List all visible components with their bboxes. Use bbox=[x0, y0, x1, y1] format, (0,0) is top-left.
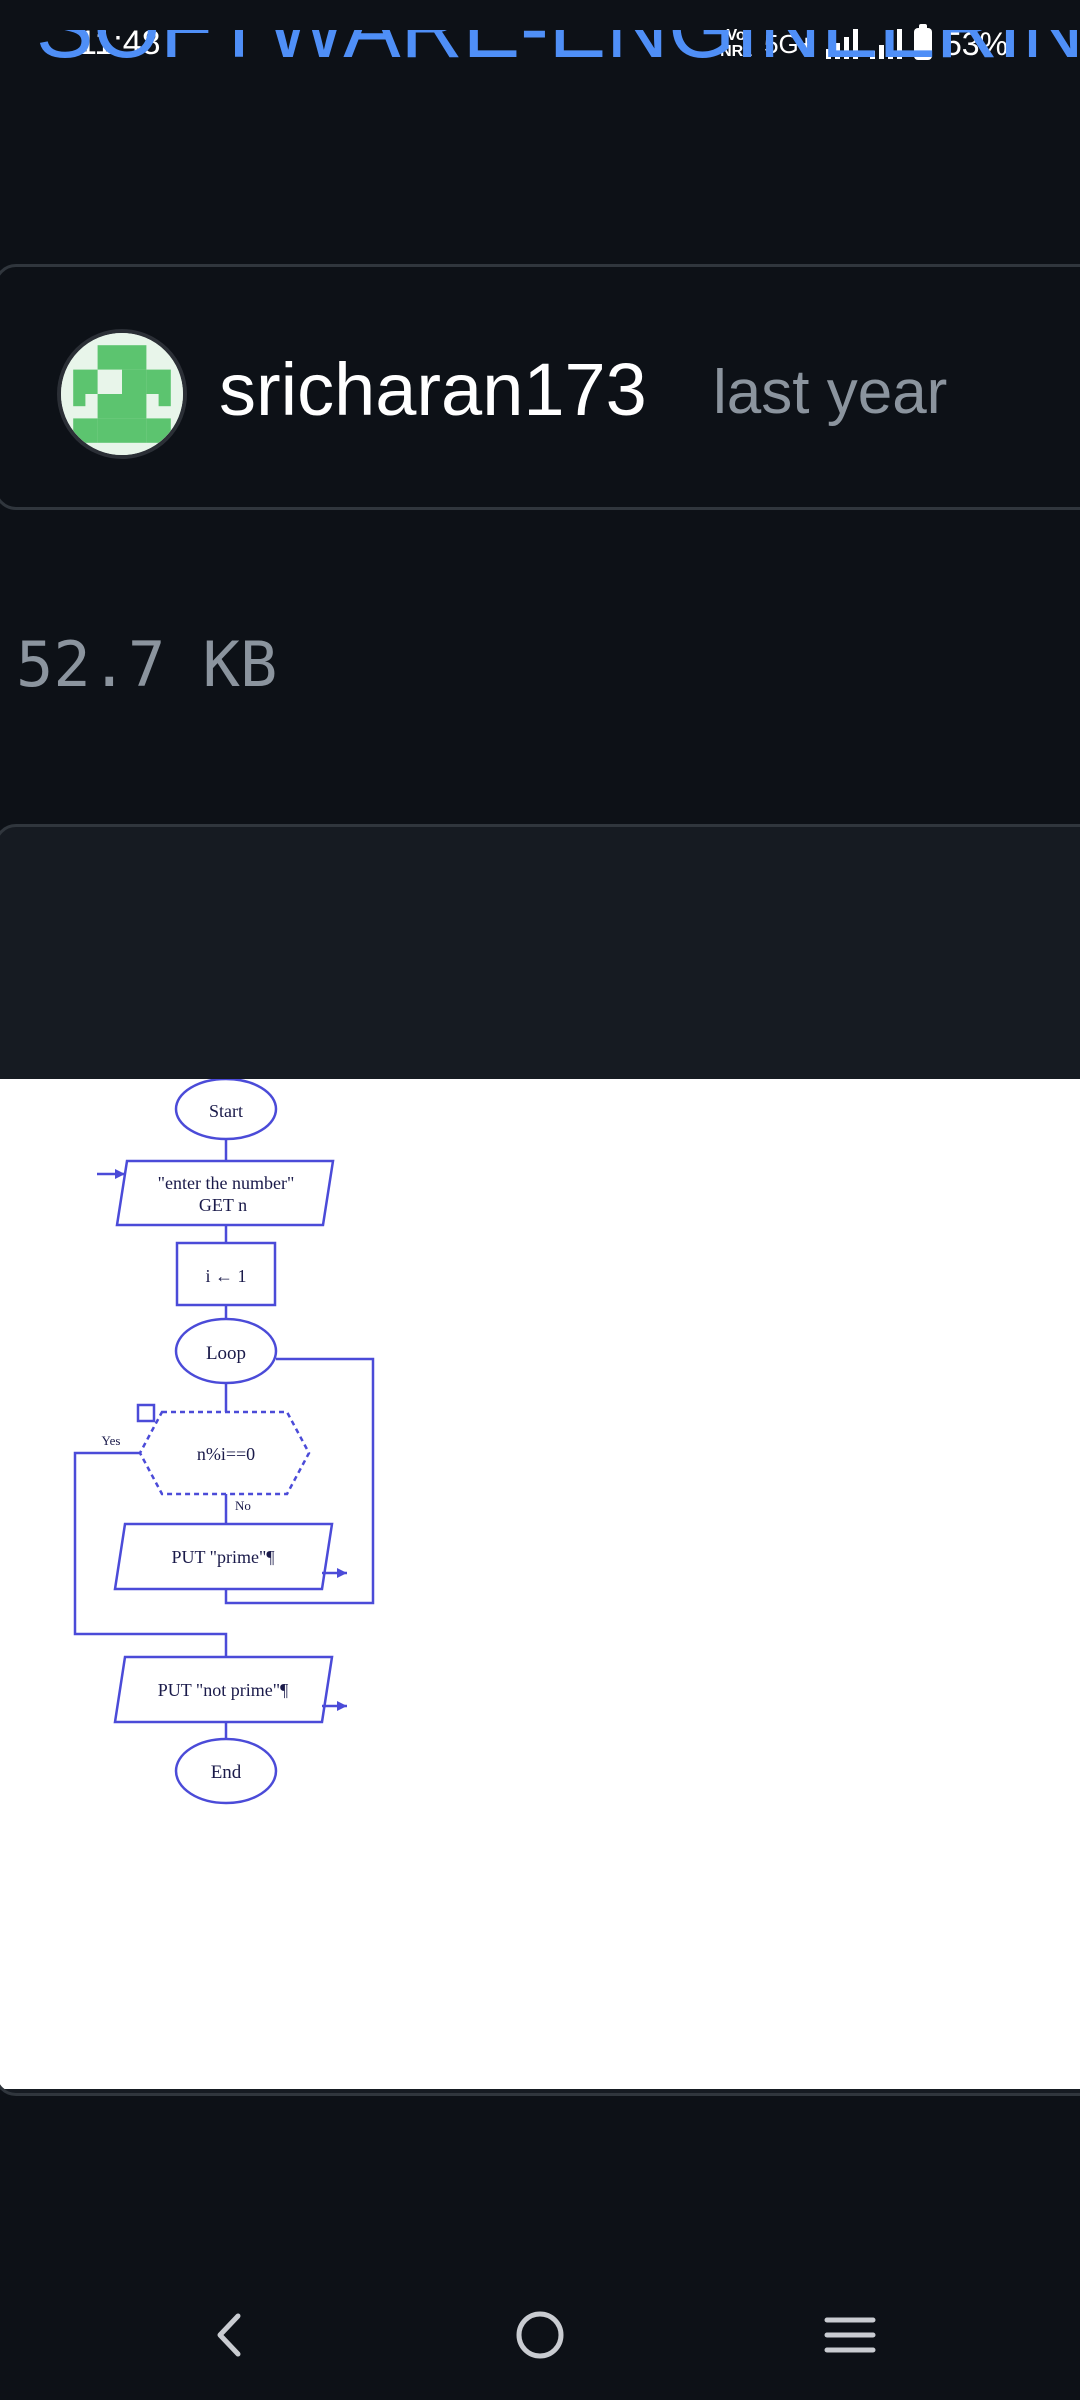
battery-icon bbox=[913, 24, 932, 60]
system-navigation-bar bbox=[0, 2270, 1080, 2400]
home-circle-icon[interactable] bbox=[490, 2290, 590, 2380]
back-chevron-icon[interactable] bbox=[180, 2290, 280, 2380]
commit-time: last year bbox=[713, 358, 948, 427]
flowchart-loop-label: Loop bbox=[206, 1343, 246, 1364]
flowchart-input-label-2: GET n bbox=[199, 1195, 247, 1215]
status-bar: 11:48 Vo NR1 5G+ 53% bbox=[0, 0, 1080, 88]
flowchart-diagram: Start "enter the number" GET n i ← 1 Loo… bbox=[73, 1079, 375, 1805]
flowchart-yes-label: Yes bbox=[102, 1433, 121, 1448]
flowchart-input-label-1: "enter the number" bbox=[158, 1173, 295, 1193]
flowchart-end-label: End bbox=[211, 1762, 242, 1783]
author-name[interactable]: sricharan173 bbox=[219, 348, 647, 431]
commit-author-card[interactable]: sricharan173 last year bbox=[0, 264, 1080, 510]
flowchart-assign-label: i ← 1 bbox=[205, 1266, 246, 1286]
signal-strength-icon-2 bbox=[869, 29, 902, 59]
identicon-avatar-icon[interactable] bbox=[57, 329, 187, 459]
flowchart-image[interactable]: Start "enter the number" GET n i ← 1 Loo… bbox=[0, 1079, 1080, 2089]
status-time: 11:48 bbox=[78, 24, 161, 62]
flowchart-start-label: Start bbox=[209, 1101, 243, 1121]
volte-top-label: Vo bbox=[726, 27, 746, 44]
repo-title[interactable]: SOFTWARE-ENGINEERING bbox=[36, 30, 1080, 130]
volte-indicator: Vo NR1 bbox=[720, 28, 752, 60]
file-preview-card: Start "enter the number" GET n i ← 1 Loo… bbox=[0, 824, 1080, 2096]
avatar-identicon bbox=[61, 333, 183, 455]
status-icons: Vo NR1 5G+ 53% bbox=[720, 22, 1008, 66]
flowchart-put-prime-label: PUT "prime"¶ bbox=[171, 1547, 274, 1567]
repo-title-text: SOFTWARE-ENGINEERING bbox=[36, 30, 1080, 78]
file-size: 52.7 KB bbox=[16, 628, 278, 701]
recent-apps-icon[interactable] bbox=[800, 2290, 900, 2380]
flowchart-no-label: No bbox=[235, 1498, 251, 1513]
battery-percentage: 53% bbox=[943, 25, 1008, 62]
signal-strength-icon bbox=[825, 29, 858, 59]
flowchart-decision-label: n%i==0 bbox=[197, 1444, 255, 1464]
flowchart-put-not-prime-label: PUT "not prime"¶ bbox=[158, 1680, 289, 1700]
volte-bottom-label: NR1 bbox=[720, 43, 753, 60]
network-type-label: 5G+ bbox=[764, 28, 814, 59]
